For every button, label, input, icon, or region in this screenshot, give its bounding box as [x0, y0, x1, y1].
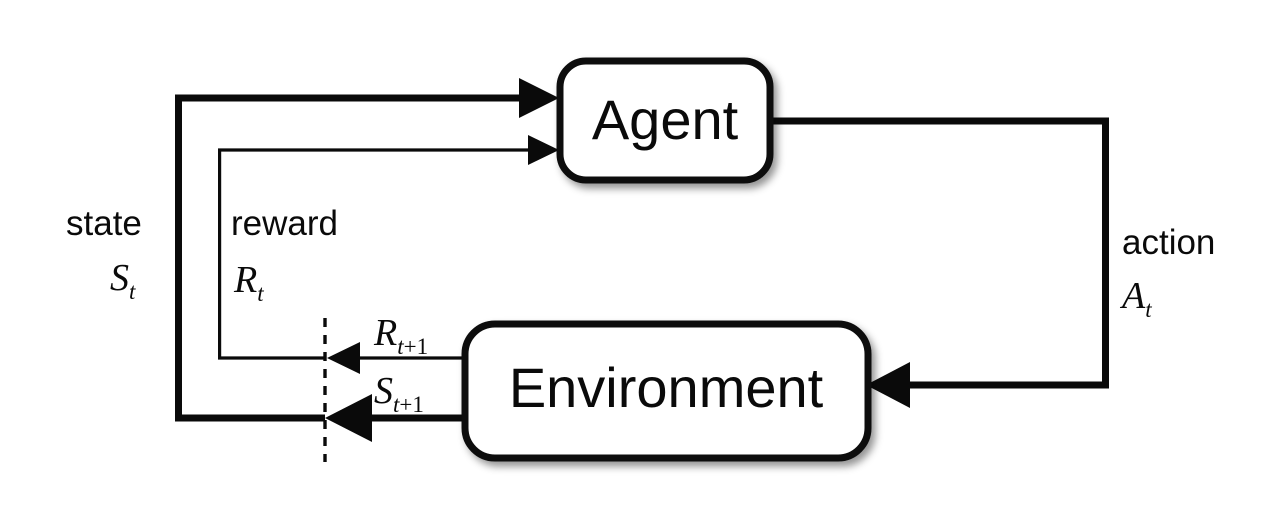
state-feedback-arrowhead [519, 78, 559, 118]
reward-next-subscript: t [397, 334, 404, 359]
state-next-arrowhead [325, 394, 372, 442]
state-symbol-label: St [110, 257, 136, 304]
action-label-group: action At [1119, 223, 1215, 322]
node-agent[interactable]: Agent [556, 57, 774, 184]
state-next-subscript-num: 1 [412, 392, 424, 417]
environment-label: Environment [509, 356, 824, 419]
edge-group-feedback [175, 78, 559, 442]
environment-box[interactable] [461, 320, 872, 462]
reward-next-label-group: Rt+1 [373, 312, 428, 359]
reward-word-label: reward [231, 204, 338, 243]
reward-next-subscript-op: + [404, 334, 417, 359]
agent-label: Agent [592, 88, 739, 151]
action-symbol-base: A [1119, 275, 1146, 317]
reward-symbol-base: R [233, 259, 257, 301]
action-symbol-label: At [1119, 275, 1152, 322]
reward-feedback-line [218, 148, 542, 360]
state-feedback-line [175, 94, 545, 422]
reward-feedback-arrowhead [528, 135, 559, 165]
state-next-symbol-label: St+1 [374, 370, 424, 417]
reward-next-arrowhead [327, 342, 360, 374]
reward-symbol-label: Rt [233, 259, 264, 306]
action-symbol-subscript: t [1145, 297, 1152, 322]
reward-next-subscript-num: 1 [417, 334, 429, 359]
reward-label-group: reward Rt [231, 204, 338, 306]
state-word-label: state [66, 204, 142, 243]
agent-box[interactable] [556, 57, 774, 184]
state-next-subscript: t [393, 392, 400, 417]
node-environment[interactable]: Environment [461, 320, 872, 462]
state-next-label-group: St+1 [374, 370, 424, 417]
edge-group-action [770, 117, 1109, 408]
state-symbol-base: S [110, 257, 129, 299]
state-next-base: S [374, 370, 393, 412]
reward-next-symbol-label: Rt+1 [373, 312, 428, 359]
state-label-group: state St [66, 204, 142, 304]
action-arrowhead [866, 362, 910, 408]
reward-next-base: R [373, 312, 397, 354]
state-symbol-subscript: t [129, 279, 136, 304]
state-next-subscript-op: + [399, 392, 412, 417]
reward-symbol-subscript: t [257, 281, 264, 306]
action-line [770, 117, 1109, 389]
action-word-label: action [1122, 223, 1215, 262]
